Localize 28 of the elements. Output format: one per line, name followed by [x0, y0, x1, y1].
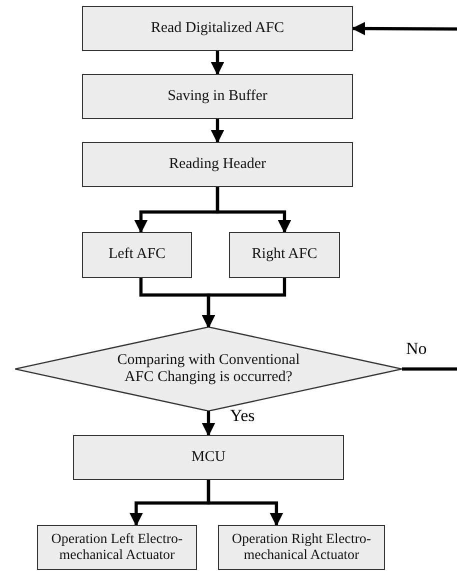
process-box: [218, 525, 385, 570]
process-box: [229, 232, 340, 278]
node-text: Right AFC: [252, 246, 318, 264]
node-text: Saving in Buffer: [168, 88, 268, 106]
arrow: [352, 22, 457, 36]
arrow: [216, 187, 292, 234]
arrow: [210, 51, 224, 76]
process-box: [73, 435, 344, 480]
arrow: [210, 119, 224, 144]
node-text: Reading Header: [168, 156, 266, 174]
edge-label: Yes: [229, 407, 256, 424]
decision-diamond: [15, 327, 402, 411]
process-box: [82, 74, 353, 119]
node-text: Read Digitalized AFC: [150, 20, 284, 38]
arrow: [206, 480, 284, 526]
node-text: Comparing with Conventional AFC Changing is occurred?: [116, 352, 301, 386]
arrow: [202, 411, 216, 436]
edge-label: No: [405, 340, 428, 357]
node-text: MCU: [191, 448, 226, 466]
process-box: [82, 142, 353, 187]
node-text: Operation Left Electro-mechanical Actuator: [50, 532, 184, 563]
process-box: [82, 6, 353, 51]
node-text: Left AFC: [108, 246, 166, 264]
node-text: Operation Right Electro-mechanical Actuator: [230, 532, 372, 563]
process-box: [37, 525, 197, 570]
connector-line: [402, 367, 457, 371]
arrow: [202, 278, 286, 328]
process-box: [82, 232, 192, 278]
